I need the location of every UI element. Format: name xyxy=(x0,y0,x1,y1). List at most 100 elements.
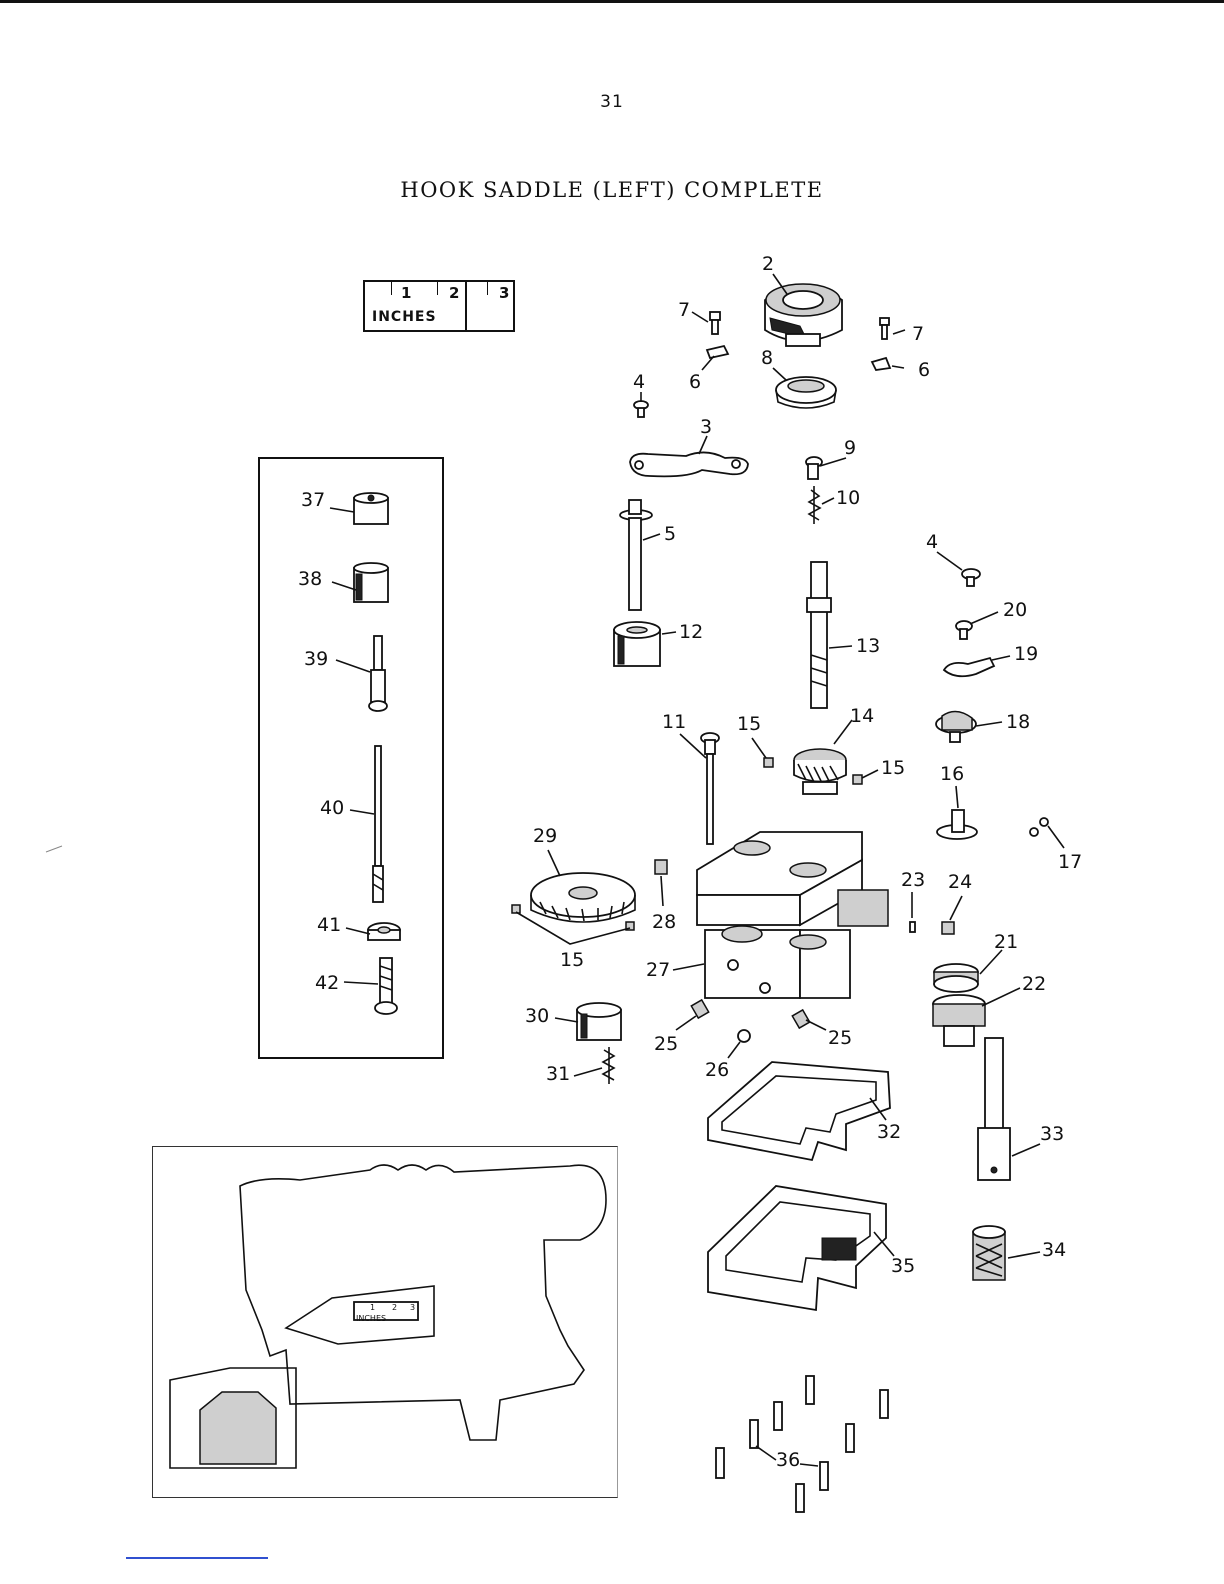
callout-41: 41 xyxy=(317,914,341,936)
callout-34: 34 xyxy=(1042,1239,1066,1261)
callout-16: 16 xyxy=(940,763,964,785)
callout-15-c: 15 xyxy=(560,949,584,971)
callout-4-left: 4 xyxy=(633,371,645,393)
part-screws-36 xyxy=(716,1376,888,1512)
callout-29: 29 xyxy=(533,825,557,847)
callout-28: 28 xyxy=(652,911,676,933)
callout-39: 39 xyxy=(304,648,328,670)
part-plug-26 xyxy=(738,1030,750,1042)
part-screw-39 xyxy=(369,636,387,711)
callout-30: 30 xyxy=(525,1005,549,1027)
part-pin-23 xyxy=(910,922,915,932)
callout-31: 31 xyxy=(546,1063,570,1085)
part-setscrew-28 xyxy=(655,860,667,874)
part-screw-20 xyxy=(956,621,972,639)
part-screw-4-left xyxy=(634,401,648,417)
part-spring-31 xyxy=(603,1047,614,1084)
callout-22: 22 xyxy=(1022,973,1046,995)
part-gear-14 xyxy=(794,749,846,794)
part-screw-4-right xyxy=(962,569,980,586)
part-hook-base-8 xyxy=(776,377,836,408)
part-cap-38 xyxy=(354,563,388,602)
callout-25-right: 25 xyxy=(828,1027,852,1049)
locator-scale-mark-1: 1 xyxy=(370,1303,375,1312)
callout-4-right: 4 xyxy=(926,531,938,553)
part-setscrew-15-b xyxy=(853,775,862,784)
callout-36: 36 xyxy=(776,1449,800,1471)
callout-21: 21 xyxy=(994,931,1018,953)
part-gasket-32 xyxy=(708,1062,890,1160)
part-hook-shaft-13 xyxy=(807,562,831,708)
part-bushing-30 xyxy=(577,1003,621,1040)
callout-18: 18 xyxy=(1006,711,1030,733)
callout-24: 24 xyxy=(948,871,972,893)
part-bushing-12 xyxy=(614,622,660,666)
callout-2: 2 xyxy=(762,253,774,275)
callout-35: 35 xyxy=(891,1255,915,1277)
callout-19: 19 xyxy=(1014,643,1038,665)
locator-scale-mark-2: 2 xyxy=(392,1303,397,1312)
part-setscrew-15-c xyxy=(512,905,520,913)
callout-15-a: 15 xyxy=(737,713,761,735)
callout-32: 32 xyxy=(877,1121,901,1143)
part-clip-6-left xyxy=(707,346,728,358)
callout-7-left: 7 xyxy=(678,299,690,321)
callout-6-right: 6 xyxy=(918,359,930,381)
part-screw-7-left xyxy=(710,312,720,334)
part-cap-37 xyxy=(354,493,388,524)
part-shaft-33 xyxy=(978,1038,1010,1180)
part-screw-42 xyxy=(375,958,397,1014)
callout-26: 26 xyxy=(705,1059,729,1081)
part-cam-18 xyxy=(936,711,976,742)
callout-6-left: 6 xyxy=(689,371,701,393)
part-shaft-5 xyxy=(620,500,652,610)
callout-20: 20 xyxy=(1003,599,1027,621)
part-bearing-22 xyxy=(933,995,985,1046)
part-spring-10 xyxy=(809,486,820,524)
callout-40: 40 xyxy=(320,797,344,819)
locator-scale-mark-3: 3 xyxy=(410,1303,415,1312)
callout-42: 42 xyxy=(315,972,339,994)
callout-11: 11 xyxy=(662,711,686,733)
part-base-plate-35 xyxy=(708,1186,886,1310)
callout-38: 38 xyxy=(298,568,322,590)
callout-9: 9 xyxy=(844,437,856,459)
part-lever-19 xyxy=(944,658,994,676)
callout-37: 37 xyxy=(301,489,325,511)
part-setscrew-25-a xyxy=(691,1000,708,1018)
part-screws-17 xyxy=(1030,818,1048,836)
part-knurled-sleeve-34 xyxy=(973,1226,1005,1280)
part-collar-41 xyxy=(368,923,400,940)
callout-13: 13 xyxy=(856,635,880,657)
callout-15-b: 15 xyxy=(881,757,905,779)
callout-7-right: 7 xyxy=(912,323,924,345)
part-gear-29 xyxy=(531,873,635,922)
part-screw-11 xyxy=(701,733,719,844)
part-nut-24 xyxy=(942,922,954,934)
sewing-machine-silhouette xyxy=(170,1165,606,1468)
callout-17: 17 xyxy=(1058,851,1082,873)
part-screw-9 xyxy=(806,457,822,479)
part-setscrew-15-a xyxy=(764,758,773,767)
part-rotary-hook xyxy=(765,284,842,346)
part-setscrew-25-b xyxy=(792,1010,809,1028)
locator-scale-unit: INCHES xyxy=(356,1314,386,1323)
callout-10: 10 xyxy=(836,487,860,509)
part-hook-saddle-27 xyxy=(697,832,888,998)
callout-25-left: 25 xyxy=(654,1033,678,1055)
callout-8: 8 xyxy=(761,347,773,369)
callout-33: 33 xyxy=(1040,1123,1064,1145)
part-bearing-21 xyxy=(934,964,978,992)
callout-14: 14 xyxy=(850,705,874,727)
callout-27: 27 xyxy=(646,959,670,981)
callout-23: 23 xyxy=(901,869,925,891)
part-shaft-40 xyxy=(373,746,383,902)
callout-5: 5 xyxy=(664,523,676,545)
part-screw-7-right xyxy=(880,318,889,339)
callout-12: 12 xyxy=(679,621,703,643)
part-link-3 xyxy=(630,452,748,476)
part-stud-16 xyxy=(937,810,977,839)
part-clip-6-right xyxy=(872,358,890,370)
callout-3: 3 xyxy=(700,416,712,438)
